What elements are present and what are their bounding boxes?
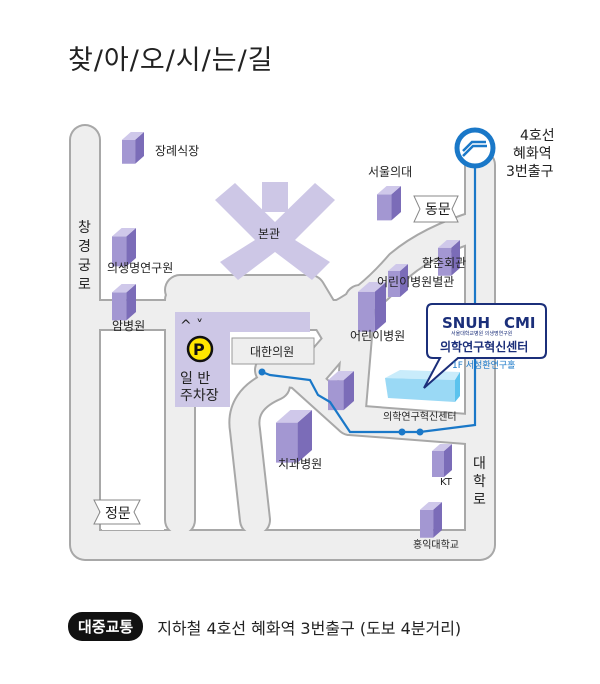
parking-label: 일 반: [180, 371, 210, 387]
east-gate-label: 동문: [425, 202, 451, 218]
child-annex-building: [388, 264, 408, 297]
parking-sign: P: [193, 340, 205, 359]
subway-line-label: 4호선: [520, 128, 555, 144]
logo-text: SNUH: [442, 314, 490, 332]
research-center-label: 의학연구혁신센터: [383, 411, 457, 423]
road-label: 로: [78, 277, 91, 293]
page-title: 찾/아/오/시/는/길: [68, 45, 274, 76]
main-hall-building: [215, 182, 335, 280]
main-gate-sign: [93, 499, 141, 525]
road-label: 창: [78, 220, 91, 236]
seoul-clinic-label: 서울의대: [368, 165, 412, 179]
annex-building: [328, 371, 354, 411]
subway-icon: [454, 127, 496, 169]
cancer-label: 암병원: [112, 319, 145, 333]
kt-building: [432, 444, 452, 477]
subway-station-label: 혜화역: [513, 146, 552, 162]
dental-label: 치과병원: [278, 457, 322, 471]
road-label: 로: [473, 492, 486, 508]
block: [102, 150, 162, 290]
dental-building: [276, 410, 312, 463]
parking-icon: [186, 335, 214, 363]
road-label: 학: [473, 474, 486, 490]
east-gate-sign: [413, 195, 459, 223]
biomed-label: 의생명연구원: [107, 261, 173, 275]
research-center-callout: SNUH CMI 서울대학교병원 의생명연구원 의학연구혁신센터 1F 서성환연…: [423, 303, 547, 389]
hamchun-building: [438, 240, 460, 276]
buildings: [112, 132, 460, 538]
transit-text: 지하철 4호선 혜화역 3번출구 (도보 4분거리): [157, 618, 462, 638]
block: [102, 332, 164, 530]
parking-label: 주차장: [180, 388, 219, 404]
logo-text: CMI: [504, 314, 536, 332]
funeral-building: [122, 132, 144, 164]
callout-floor: 1F 서성환연구홀: [452, 359, 515, 371]
daehan-label: 대한의원: [250, 345, 294, 359]
walking-route: [258, 150, 477, 436]
research-center-building: [385, 370, 460, 402]
building-strip: [230, 312, 310, 332]
funeral-label: 장례식장: [155, 144, 199, 158]
callout-subtitle: 서울대학교병원 의생명연구원: [451, 330, 513, 337]
cancer-building: [112, 284, 136, 321]
kt-label: KT: [440, 477, 453, 488]
child-building: [358, 282, 386, 332]
subway-exit-label: 3번출구: [506, 164, 554, 180]
road-label: 대: [473, 456, 486, 472]
daehan-building: [231, 337, 315, 365]
road-label: 궁: [78, 258, 91, 274]
child-label: 어린이병원: [350, 329, 405, 343]
chevron-up-icon: ^ ˅: [180, 318, 203, 334]
transit-info: 대중교통 지하철 4호선 혜화역 3번출구 (도보 4분거리): [68, 612, 461, 641]
hamchun-label: 함춘회관: [422, 256, 466, 270]
main-gate-label: 정문: [105, 506, 131, 522]
transit-badge: 대중교통: [68, 612, 144, 641]
main-hall-label: 본관: [258, 227, 280, 241]
hongik-label: 홍익대학교: [413, 538, 459, 551]
callout-name: 의학연구혁신센터: [440, 339, 528, 354]
hongik-building: [420, 502, 442, 538]
seoul-clinic-building: [377, 186, 401, 221]
child-annex-label: 어린이병원별관: [377, 275, 454, 289]
biomed-building: [112, 228, 136, 267]
road-label: 경: [78, 239, 91, 255]
